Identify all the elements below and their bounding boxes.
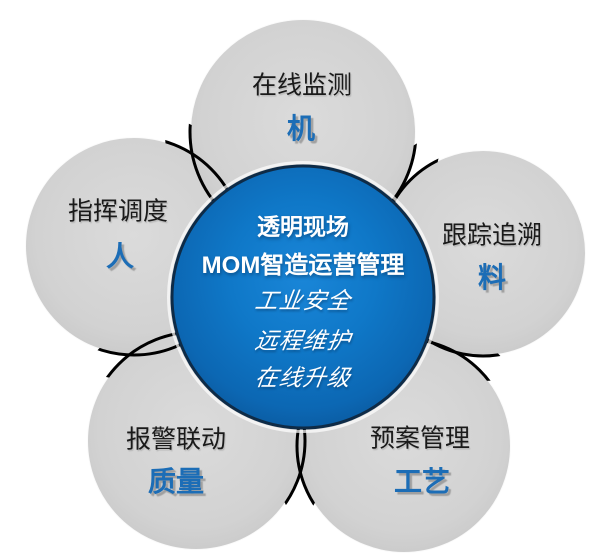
center-line-mom-title: MOM智造运营管理 — [201, 252, 405, 279]
petal-right-keyword: 料 — [477, 262, 507, 293]
petal-top-label: 在线监测 — [251, 71, 353, 100]
petal-bottom-left-keyword: 质量 — [147, 466, 205, 497]
center-circle — [170, 164, 436, 430]
petal-bottom-right-keyword: 工艺 — [393, 466, 451, 497]
center-line-remote-maintenance: 远程维护 — [253, 327, 353, 354]
petal-left-label: 指挥调度 — [67, 197, 169, 226]
petal-right-label: 跟踪追溯 — [441, 221, 543, 250]
center-line-online-upgrade: 在线升级 — [253, 364, 353, 391]
center-line-industrial-safety: 工业安全 — [253, 287, 353, 314]
petal-bottom-right-label: 预案管理 — [369, 424, 471, 453]
petal-top-keyword: 机 — [286, 113, 316, 144]
center-line-transparent-site: 透明现场 — [257, 213, 349, 240]
petal-left-keyword: 人 — [105, 241, 135, 272]
center-circle-halo — [167, 161, 439, 433]
petal-bottom-left-label: 报警联动 — [125, 425, 227, 454]
